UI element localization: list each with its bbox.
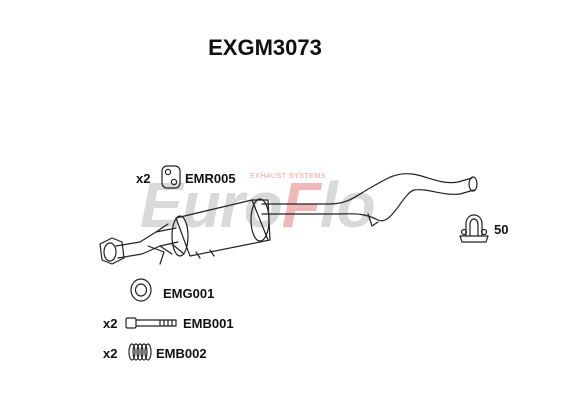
tail-pipe [261, 173, 478, 227]
watermark-highlight: F [281, 169, 321, 241]
clamp-icon [459, 214, 489, 243]
rubber-mount-qty: x2 [136, 171, 151, 186]
spring-qty: x2 [103, 346, 118, 361]
gasket-icon [130, 278, 152, 302]
gasket-code: EMG001 [163, 286, 215, 301]
bolt-qty: x2 [103, 316, 118, 331]
silencer-box [171, 198, 271, 259]
bolt-icon [125, 317, 177, 329]
bolt-code: EMB001 [183, 316, 234, 331]
clamp-code: 50 [494, 222, 509, 237]
watermark-suffix: lo [319, 169, 376, 241]
front-pipe [99, 223, 185, 265]
watermark-logo: EuroFlo [140, 168, 376, 242]
rubber-mount-icon [161, 165, 181, 189]
spring-icon [128, 343, 152, 361]
watermark-prefix: Euro [140, 169, 283, 241]
spring-code: EMB002 [156, 346, 207, 361]
page-title: EXGM3073 [208, 35, 322, 60]
rubber-mount-code: EMR005 [185, 171, 236, 186]
watermark-tagline: EXHAUST SYSTEMS [250, 173, 326, 180]
